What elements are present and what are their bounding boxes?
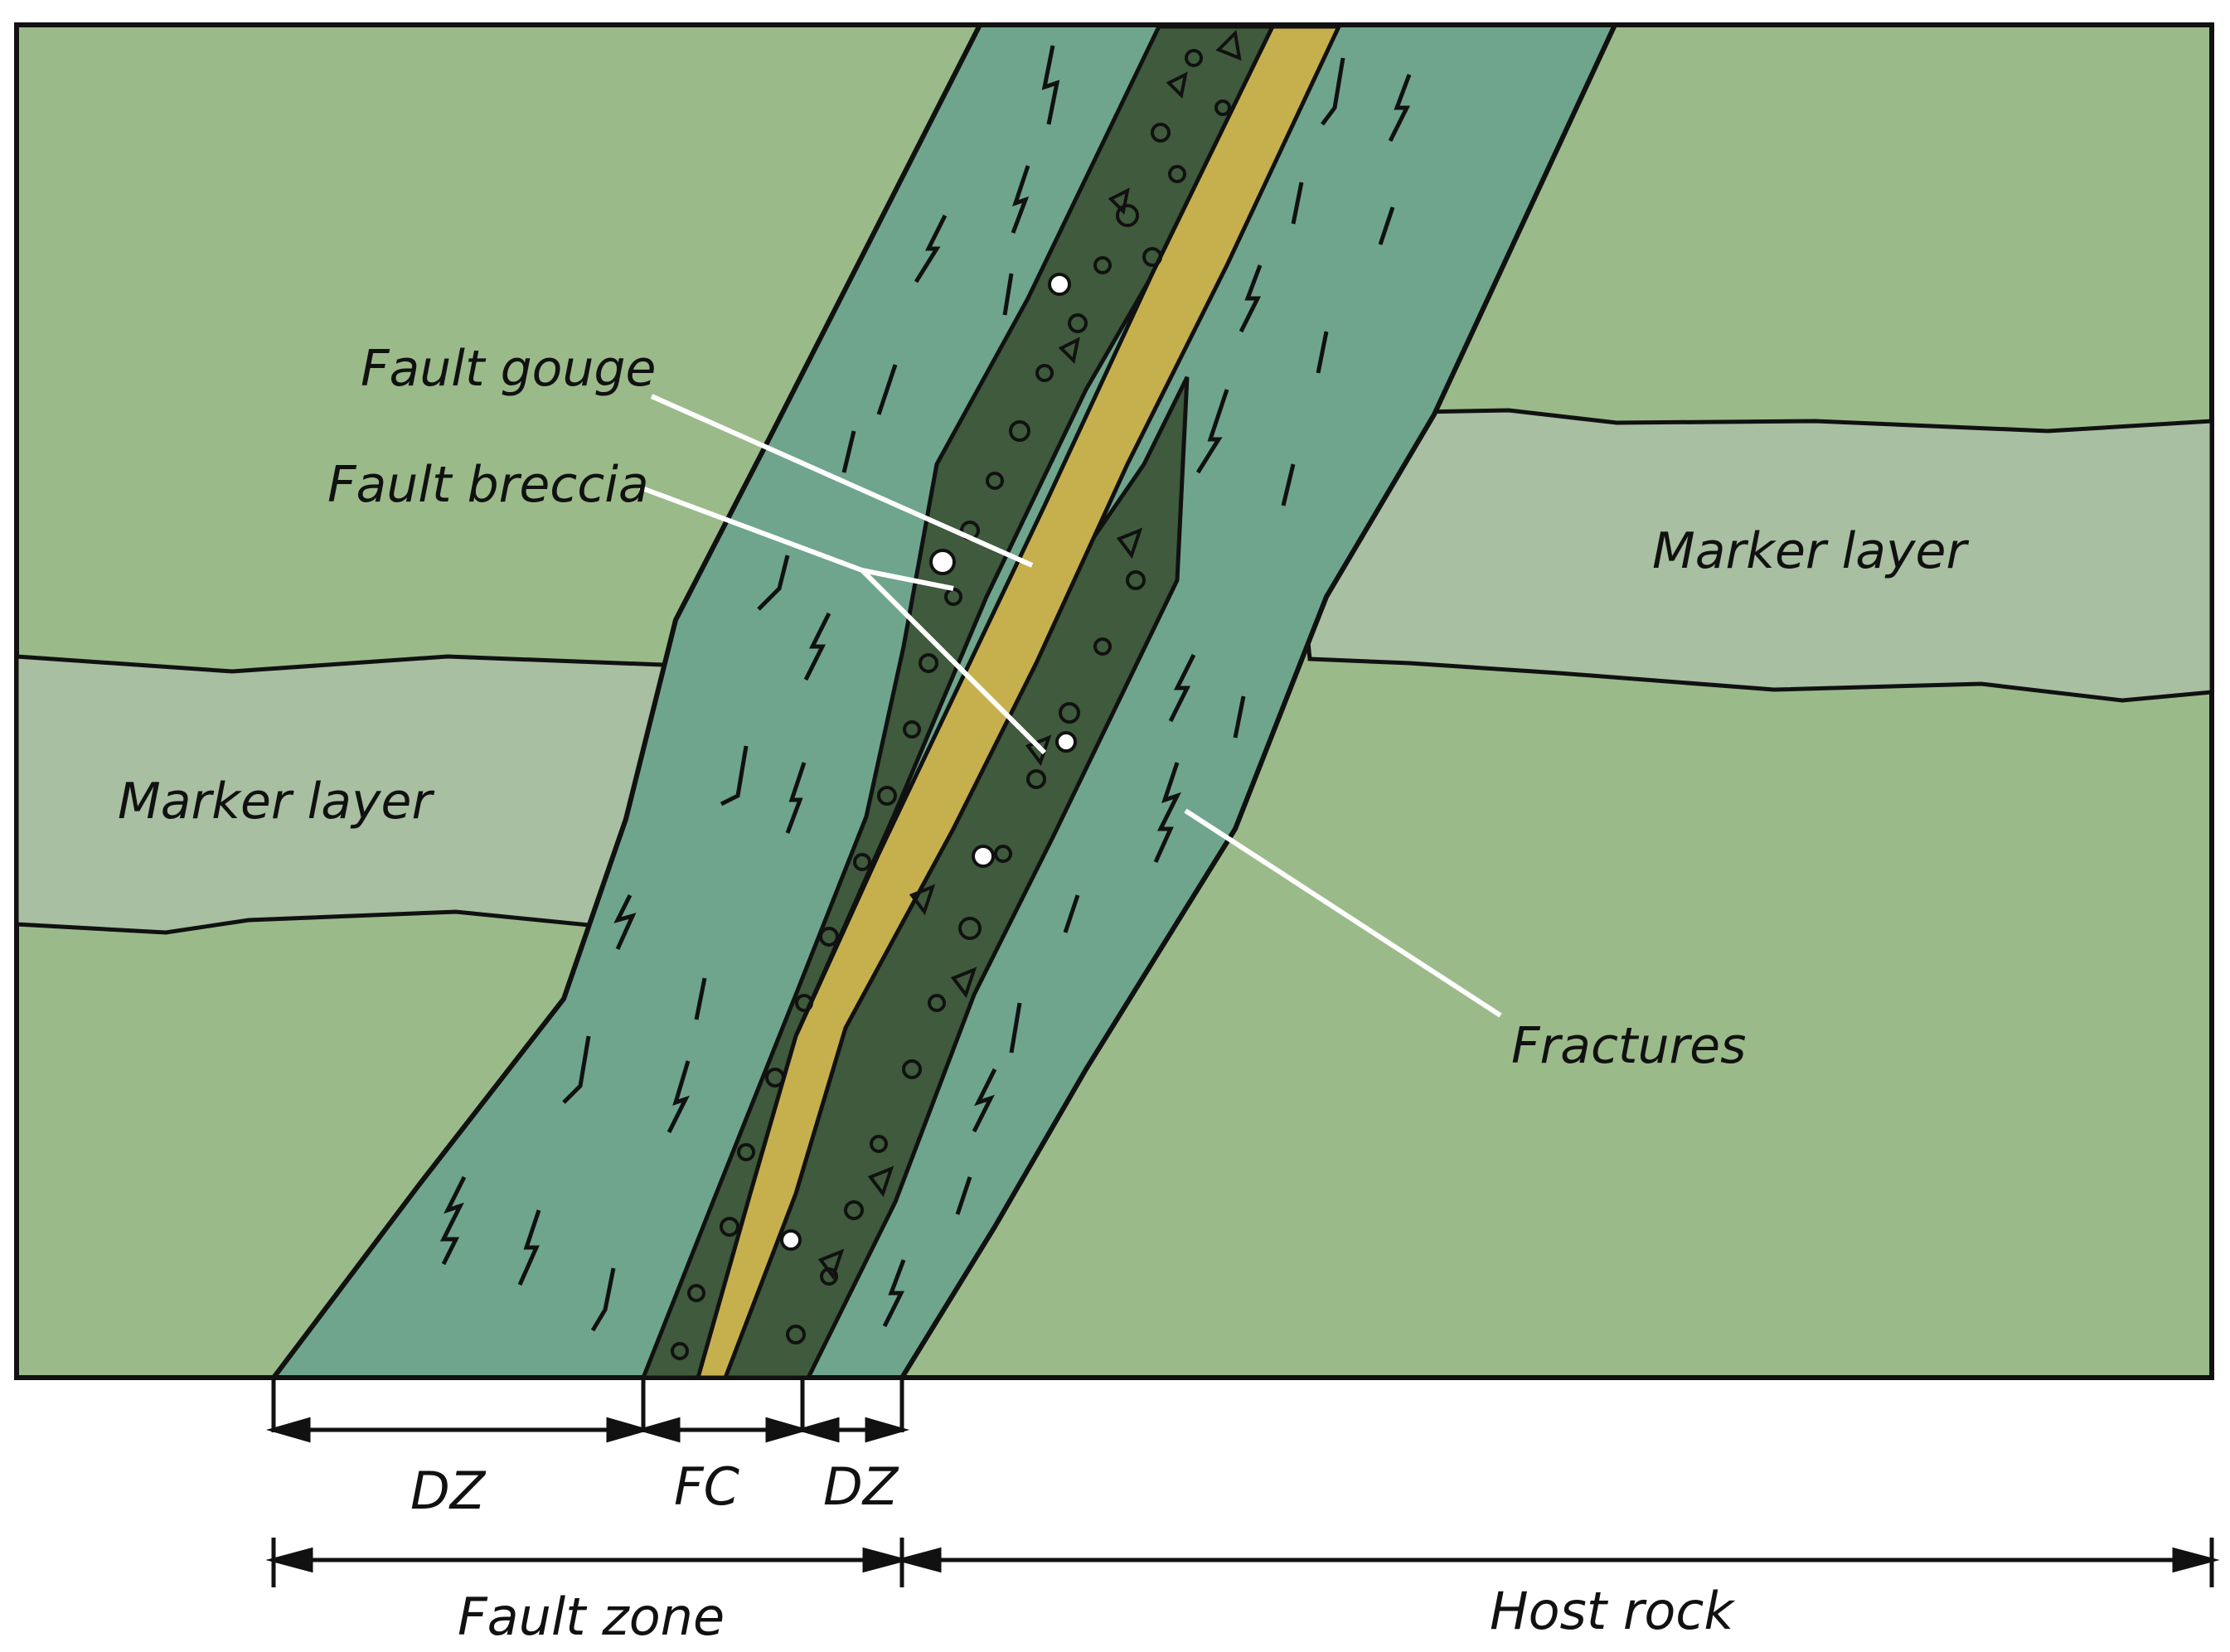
leader-fault-gouge xyxy=(650,394,1034,568)
label-fc: FC xyxy=(674,1456,740,1517)
leader-fault-breccia-2 xyxy=(860,568,1047,755)
label-host-rock: Host rock xyxy=(1490,1581,1735,1641)
marker-layer-right-band xyxy=(1282,408,2214,703)
label-fault-breccia: Fault breccia xyxy=(327,456,649,514)
label-dz-right: DZ xyxy=(823,1456,899,1517)
leader-lines xyxy=(638,394,1502,1018)
label-dz-left: DZ xyxy=(410,1461,487,1521)
fractures xyxy=(439,45,1412,1332)
scale-bars xyxy=(265,1378,2220,1587)
label-marker-layer-left: Marker layer xyxy=(118,773,434,831)
label-fault-gouge: Fault gouge xyxy=(361,340,656,398)
breccia-white-clasts xyxy=(780,273,1077,1251)
leader-fractures xyxy=(1184,808,1502,1018)
fault-gouge-band xyxy=(695,24,1342,1380)
label-marker-layer-right: Marker layer xyxy=(1652,522,1969,580)
label-fractures: Fractures xyxy=(1511,1017,1746,1075)
breccia-clasts xyxy=(671,29,1242,1360)
label-fault-zone: Fault zone xyxy=(458,1587,725,1647)
